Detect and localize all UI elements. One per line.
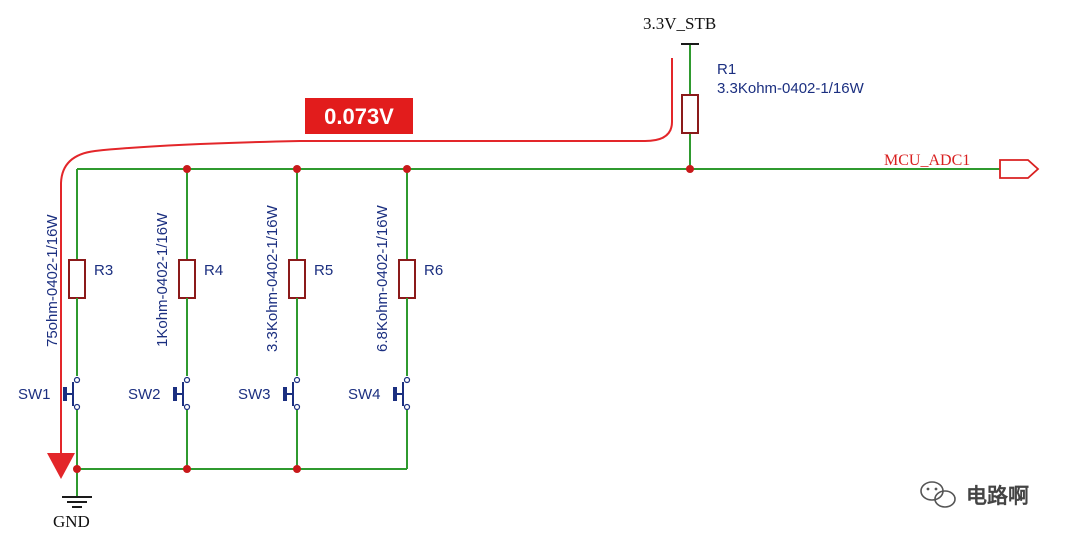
- voltage-badge: [305, 98, 413, 134]
- sw3-actuator: [283, 387, 287, 401]
- voltage-badge-label: 0.073V: [324, 104, 394, 129]
- switch-sw1: SW1: [18, 376, 81, 469]
- supply-symbol: 3.3V_STB: [643, 14, 716, 45]
- sw1-bottom-pin: [73, 403, 81, 411]
- switches: SW1 SW2 SW3 SW4: [18, 376, 411, 469]
- switch-sw4: SW4: [348, 376, 411, 469]
- r1-value-label: 3.3Kohm-0402-1/16W: [717, 80, 865, 97]
- sw2-top-pin: [183, 376, 191, 384]
- output-port-flag: [999, 159, 1040, 179]
- supply-label: 3.3V_STB: [643, 14, 716, 33]
- branch-r5: R5 3.3Kohm-0402-1/16W: [264, 169, 333, 376]
- sw4-ref-label: SW4: [348, 386, 381, 403]
- branch-r3: R3 75ohm-0402-1/16W: [44, 169, 113, 376]
- branch-r6: R6 6.8Kohm-0402-1/16W: [374, 169, 443, 376]
- junction-dot: [73, 465, 81, 473]
- junction-dot: [293, 165, 301, 173]
- junction-dot: [183, 165, 191, 173]
- junction-dot: [403, 165, 411, 173]
- sw1-ref-label: SW1: [18, 386, 51, 403]
- r4-body: [178, 259, 196, 299]
- sw2-bottom-pin: [183, 403, 191, 411]
- sw2-actuator: [173, 387, 177, 401]
- switch-sw2: SW2: [128, 376, 191, 469]
- r6-value-label: 6.8Kohm-0402-1/16W: [374, 204, 391, 352]
- watermark-text: 电路啊: [966, 484, 1029, 508]
- sw1-top-pin: [73, 376, 81, 384]
- r5-value-label: 3.3Kohm-0402-1/16W: [264, 204, 281, 352]
- current-path-line: [60, 58, 673, 455]
- ground-symbol: GND: [53, 496, 92, 531]
- sw4-actuator: [393, 387, 397, 401]
- wires: [76, 44, 1000, 497]
- junction-dot: [183, 465, 191, 473]
- r4-ref-label: R4: [204, 262, 223, 279]
- wechat-icon: [920, 481, 956, 508]
- junction-dot: [293, 465, 301, 473]
- r1-body: [681, 94, 699, 134]
- output-port: MCU_ADC1: [884, 152, 1040, 179]
- sw3-top-pin: [293, 376, 301, 384]
- r4-value-label: 1Kohm-0402-1/16W: [154, 212, 171, 347]
- ground-label: GND: [53, 512, 90, 531]
- r5-body: [288, 259, 306, 299]
- r3-ref-label: R3: [94, 262, 113, 279]
- r6-ref-label: R6: [424, 262, 443, 279]
- current-path-arrowhead: [47, 453, 75, 479]
- junctions: [73, 165, 694, 473]
- sw4-bottom-pin: [403, 403, 411, 411]
- resistor-ladder: R3 75ohm-0402-1/16W R4 1Kohm-0402-1/16W …: [44, 169, 443, 376]
- sw3-ref-label: SW3: [238, 386, 271, 403]
- output-port-label: MCU_ADC1: [884, 152, 970, 169]
- sw1-actuator: [63, 387, 67, 401]
- sw4-top-pin: [403, 376, 411, 384]
- r5-ref-label: R5: [314, 262, 333, 279]
- r1-ref-label: R1: [717, 61, 736, 78]
- watermark: 电路啊: [920, 481, 1029, 508]
- current-path-annotation: 0.073V: [47, 58, 673, 479]
- r6-body: [398, 259, 416, 299]
- r3-body: [68, 259, 86, 299]
- sw2-ref-label: SW2: [128, 386, 161, 403]
- pullup-resistor: R1 3.3Kohm-0402-1/16W: [681, 61, 865, 134]
- r3-value-label: 75ohm-0402-1/16W: [44, 214, 61, 347]
- junction-dot: [686, 165, 694, 173]
- branch-r4: R4 1Kohm-0402-1/16W: [154, 169, 223, 376]
- sw3-bottom-pin: [293, 403, 301, 411]
- switch-sw3: SW3: [238, 376, 301, 469]
